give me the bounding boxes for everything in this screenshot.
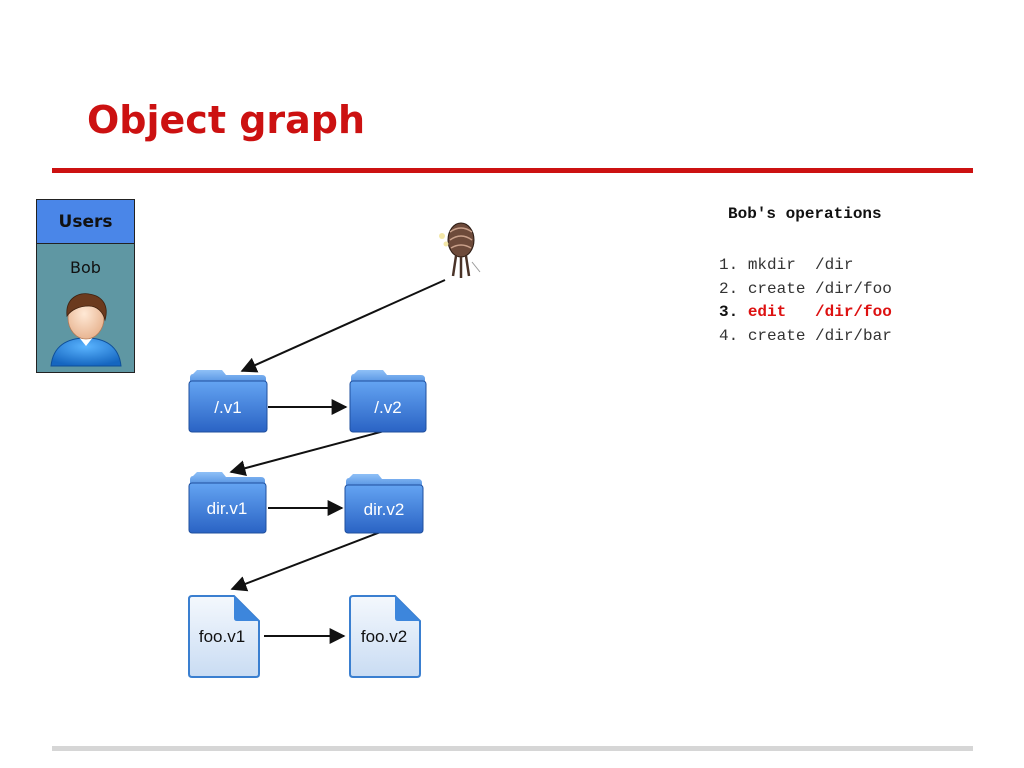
operation-number: 1. <box>719 256 739 274</box>
footer-divider <box>52 746 973 751</box>
file-foo-v2: foo.v2 <box>349 595 421 678</box>
squid-pointer-icon <box>439 222 481 278</box>
user-name: Bob <box>70 258 101 277</box>
users-header: Users <box>37 200 134 244</box>
operation-text: edit /dir/foo <box>747 303 892 321</box>
edge-root-v2-to-dir-v1 <box>229 429 389 477</box>
operation-number: 4. <box>719 326 739 345</box>
operation-number: 3. <box>719 303 739 321</box>
folder-dir-v1: dir.v1 <box>188 472 267 534</box>
edge-pointer-to-root-v1 <box>240 279 446 373</box>
users-panel: Users Bob <box>36 199 135 373</box>
operation-item: 2. create /dir/foo <box>719 278 892 302</box>
operation-item: 1. mkdir /dir <box>719 254 892 278</box>
edge-dir-v2-to-foo-v1 <box>230 530 384 592</box>
folder-root-v1: /.v1 <box>188 370 268 433</box>
operation-text: mkdir /dir <box>747 256 854 274</box>
folder-dir-v2: dir.v2 <box>344 474 424 534</box>
node-label: /.v1 <box>214 398 241 417</box>
operations-title: Bob's operations <box>728 205 882 223</box>
slide-title: Object graph <box>87 98 366 142</box>
file-foo-v1: foo.v1 <box>188 595 260 678</box>
node-label: foo.v1 <box>199 627 245 646</box>
operations-list: 1. mkdir /dir 2. create /dir/foo 3. edit… <box>719 254 892 348</box>
folder-root-v2: /.v2 <box>349 370 427 433</box>
operation-item-active: 3. edit /dir/foo <box>719 301 892 325</box>
operation-item: 4. create /dir/bar <box>719 325 892 349</box>
node-label: /.v2 <box>374 398 401 417</box>
operation-text: create /dir/bar <box>747 326 892 345</box>
user-avatar-icon <box>50 293 122 367</box>
title-divider <box>52 168 973 173</box>
node-label: dir.v2 <box>364 500 405 519</box>
operation-number: 2. <box>719 279 739 298</box>
node-label: foo.v2 <box>361 627 407 646</box>
node-label: dir.v1 <box>207 499 248 518</box>
operation-text: create /dir/foo <box>747 279 892 298</box>
